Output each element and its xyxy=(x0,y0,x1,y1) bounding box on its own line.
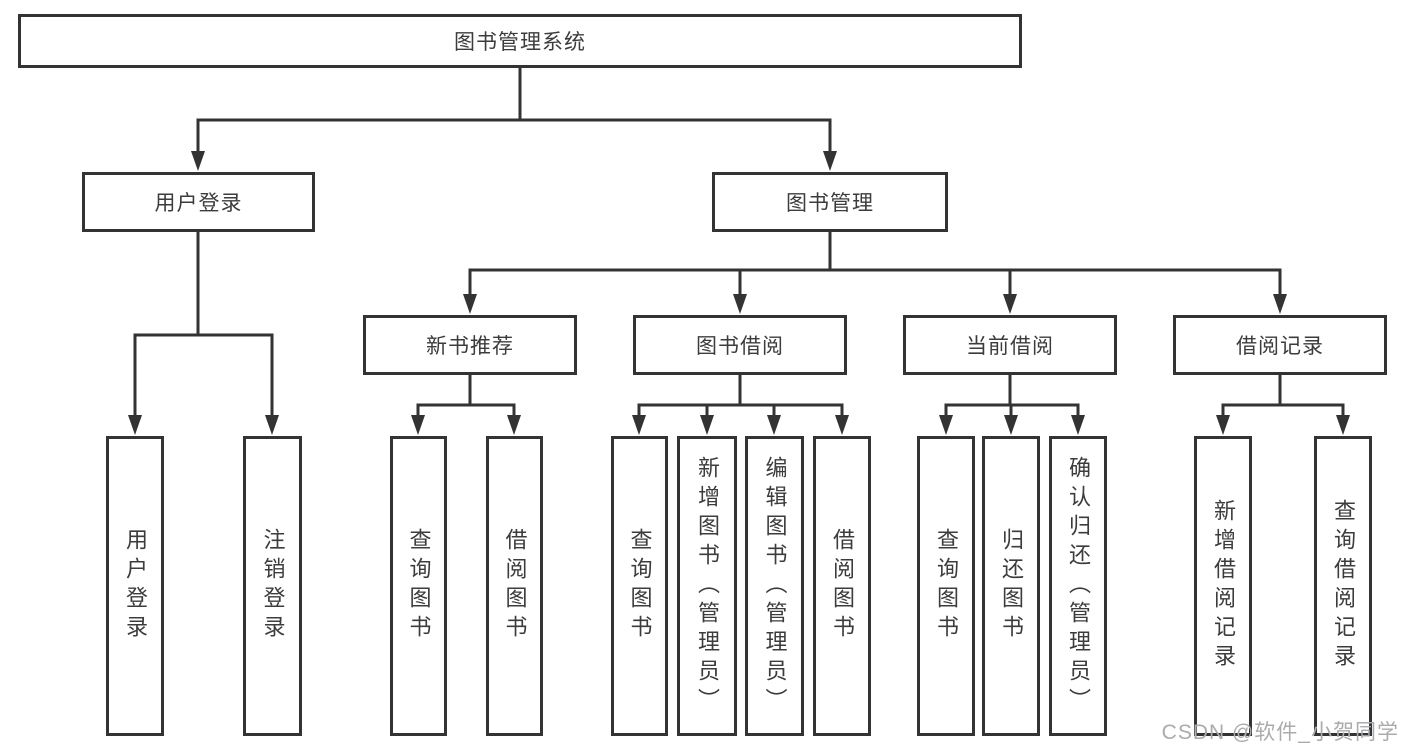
leaf-borrow-edit-book-admin: 编辑图书（管理员） xyxy=(745,436,804,736)
node-current-borrow: 当前借阅 xyxy=(903,315,1117,375)
leaf-user-login-label: 用户登录 xyxy=(123,528,148,644)
node-book-management: 图书管理 xyxy=(712,172,948,232)
node-borrow-records-label: 借阅记录 xyxy=(1236,335,1324,358)
leaf-borrow-query-book-label: 查询图书 xyxy=(627,528,653,644)
node-root-system: 图书管理系统 xyxy=(18,14,1022,68)
leaf-recommend-query-book: 查询图书 xyxy=(390,436,447,736)
node-borrow-records: 借阅记录 xyxy=(1173,315,1387,375)
leaf-records-query-record-label: 查询借阅记录 xyxy=(1331,499,1356,673)
leaf-borrow-add-book-admin: 新增图书（管理员） xyxy=(677,436,737,736)
leaf-current-query-book-label: 查询图书 xyxy=(934,528,959,644)
leaf-borrow-query-book: 查询图书 xyxy=(611,436,668,736)
leaf-recommend-query-book-label: 查询图书 xyxy=(406,528,432,644)
node-new-book-recommend: 新书推荐 xyxy=(363,315,577,375)
leaf-current-return-book: 归还图书 xyxy=(982,436,1040,736)
leaf-current-return-book-label: 归还图书 xyxy=(999,528,1024,644)
leaf-current-confirm-return-admin-label: 确认归还（管理员） xyxy=(1066,455,1091,717)
leaf-borrow-borrow-book: 借阅图书 xyxy=(813,436,871,736)
leaf-recommend-borrow-book-label: 借阅图书 xyxy=(502,528,528,644)
leaf-records-query-record: 查询借阅记录 xyxy=(1314,436,1372,736)
node-current-borrow-label: 当前借阅 xyxy=(966,335,1054,358)
node-book-borrow: 图书借阅 xyxy=(633,315,847,375)
leaf-borrow-add-book-admin-label: 新增图书（管理员） xyxy=(695,455,720,717)
node-book-borrow-label: 图书借阅 xyxy=(696,335,784,358)
leaf-logout-label: 注销登录 xyxy=(260,528,286,644)
leaf-borrow-borrow-book-label: 借阅图书 xyxy=(830,528,855,644)
node-root-system-label: 图书管理系统 xyxy=(454,31,586,54)
node-new-book-recommend-label: 新书推荐 xyxy=(426,335,514,358)
leaf-user-login: 用户登录 xyxy=(106,436,164,736)
leaf-records-add-record: 新增借阅记录 xyxy=(1194,436,1252,736)
leaf-records-add-record-label: 新增借阅记录 xyxy=(1211,499,1236,673)
node-user-login: 用户登录 xyxy=(82,172,315,232)
leaf-current-confirm-return-admin: 确认归还（管理员） xyxy=(1049,436,1107,736)
node-user-login-label: 用户登录 xyxy=(154,192,243,215)
node-book-management-label: 图书管理 xyxy=(786,192,874,215)
leaf-recommend-borrow-book: 借阅图书 xyxy=(486,436,543,736)
watermark: CSDN @软件_小贺同学 xyxy=(1161,721,1399,744)
leaf-logout: 注销登录 xyxy=(243,436,302,736)
leaf-borrow-edit-book-admin-label: 编辑图书（管理员） xyxy=(762,455,788,717)
leaf-current-query-book: 查询图书 xyxy=(917,436,975,736)
